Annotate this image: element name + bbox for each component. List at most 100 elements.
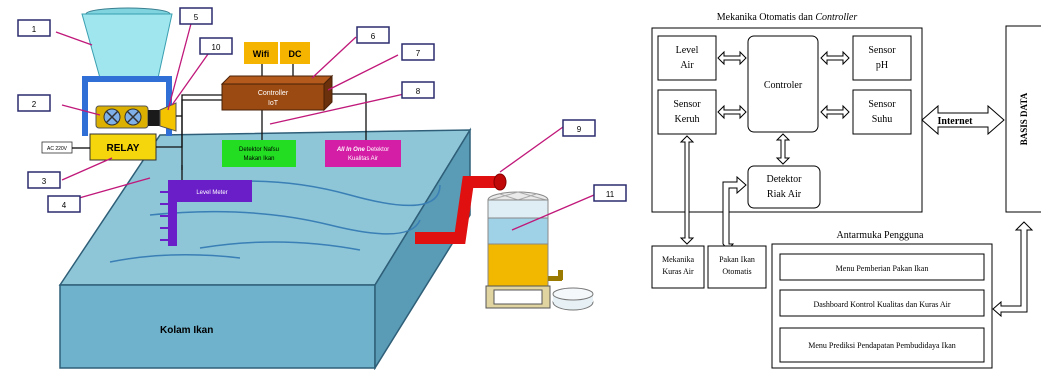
- callout-9: 9: [577, 125, 582, 134]
- elbow-arrow-icon: [722, 175, 747, 251]
- callout-box: [593, 184, 627, 202]
- sensor-suhu-label-2: Suhu: [872, 114, 893, 125]
- menu-prediksi-box: [779, 327, 985, 363]
- feed-detector-label-2: Makan Ikan: [243, 156, 274, 162]
- sensor-suhu-label-1: Sensor: [868, 99, 896, 110]
- callout-badges: 1 2 3 4 5 6 7 8 9 10 11: [17, 7, 627, 213]
- level-meter-label: Level Meter: [196, 190, 227, 196]
- pond-label: Kolam Ikan: [160, 325, 213, 336]
- callout-box: [562, 119, 596, 137]
- level-air-box: [657, 35, 717, 81]
- controler-label: Controler: [764, 80, 803, 91]
- dashboard-box: [779, 289, 985, 317]
- sensor-ph-box: [852, 35, 912, 81]
- sensor-ph-label-1: Sensor: [868, 45, 896, 56]
- callout-4: 4: [62, 201, 67, 210]
- ac-power-label: AC 220V: [47, 146, 68, 152]
- filter-tank: [485, 191, 594, 311]
- callout-10: 10: [212, 43, 221, 52]
- water-ripple: [199, 241, 361, 251]
- callout-box: [27, 171, 61, 189]
- callout-box: [17, 94, 51, 112]
- feeder-nozzle: [148, 110, 160, 126]
- menu-pakan-label: Menu Pemberian Pakan Ikan: [836, 264, 929, 273]
- tank-sediment: [487, 243, 549, 287]
- level-meter-head: [172, 180, 252, 202]
- level-meter-rod: [168, 180, 177, 246]
- level-air-label-1: Level: [676, 45, 699, 56]
- mekanika-kuras-label-2: Kuras Air: [662, 267, 694, 276]
- callout-1: 1: [32, 25, 37, 34]
- water-ripple: [149, 210, 421, 235]
- callout-11: 11: [606, 190, 615, 199]
- detektor-riak-box: [747, 165, 821, 209]
- iot-aquaculture-illustration: Kolam Ikan RELAY AC 220V: [17, 7, 627, 370]
- aio-quality-detector: [325, 140, 401, 167]
- double-arrow-icon: [820, 104, 850, 120]
- level-meter: Level Meter: [160, 180, 252, 246]
- callout-8: 8: [416, 87, 421, 96]
- aio-label-1: All In One Detektor: [336, 147, 389, 153]
- controller-front: [221, 83, 325, 111]
- callout-box: [199, 37, 233, 55]
- callout-3: 3: [42, 177, 47, 186]
- callout-box: [401, 43, 435, 61]
- pond-side-face: [374, 127, 471, 370]
- relay-box: [89, 133, 157, 161]
- water-ripple: [109, 254, 241, 263]
- controller-label-1: Controller: [258, 90, 289, 97]
- sensor-keruh-label-2: Keruh: [675, 114, 700, 125]
- tap-icon: [548, 276, 562, 281]
- controller-iot: Controller IoT: [220, 74, 334, 112]
- callout-2: 2: [32, 100, 37, 109]
- callout-box: [356, 26, 390, 44]
- feed-detector: [222, 140, 296, 167]
- double-arrow-icon: [775, 133, 791, 165]
- mekanika-kuras-label-1: Mekanika: [662, 255, 694, 264]
- callout-box: [17, 19, 51, 37]
- detektor-riak-label-1: Detektor: [767, 174, 803, 185]
- feed-detector-label-1: Detektor Nafsu: [239, 147, 279, 153]
- callout-box: [401, 81, 435, 99]
- double-arrow-icon: [820, 50, 850, 66]
- callout-box: [179, 7, 213, 25]
- relay-label: RELAY: [107, 143, 140, 154]
- feeder-spout: [159, 102, 177, 132]
- internet-arrow-icon: [921, 104, 1005, 136]
- mekanika-kuras-box: [651, 245, 705, 289]
- pond-front-face: [59, 284, 376, 369]
- system-block-diagram: Mekanika Otomatis dan Controller Level A…: [651, 12, 1041, 369]
- hopper-body: [81, 13, 173, 79]
- dashboard-label: Dashboard Kontrol Kualitas dan Kuras Air: [813, 300, 950, 309]
- dc-label: DC: [289, 49, 302, 59]
- antarmuka-title: Antarmuka Pengguna: [837, 230, 924, 241]
- internet-label: Internet: [938, 116, 974, 127]
- frame-left-leg: [82, 76, 88, 136]
- sensor-suhu-box: [852, 89, 912, 135]
- controller-label-2: IoT: [268, 100, 279, 107]
- feeder-hopper: RELAY AC 220V: [41, 7, 177, 161]
- dc-module: [280, 42, 310, 64]
- callout-lines: [55, 19, 595, 231]
- callout-5: 5: [194, 13, 199, 22]
- basis-data-box: [1005, 25, 1041, 213]
- double-arrow-icon: [717, 104, 747, 120]
- wifi-module: [244, 42, 278, 64]
- wiring: [156, 64, 367, 180]
- connector-arrows: [679, 50, 1034, 318]
- sensor-ph-label-2: pH: [876, 60, 888, 71]
- pakan-otomatis-box: [707, 245, 767, 289]
- controler-box: [747, 35, 819, 133]
- sensor-keruh-label-1: Sensor: [673, 99, 701, 110]
- callout-box: [47, 195, 81, 213]
- double-arrow-icon: [679, 135, 695, 245]
- aio-label-2: Kualitas Air: [348, 156, 378, 162]
- menu-prediksi-label: Menu Prediksi Pendapatan Pembudidaya Ika…: [808, 341, 956, 350]
- frame-top-bar: [82, 76, 172, 82]
- detektor-riak-label-2: Riak Air: [767, 189, 802, 200]
- double-arrow-icon: [717, 50, 747, 66]
- callout-7: 7: [416, 49, 421, 58]
- elbow-arrow-icon: [992, 221, 1034, 318]
- sensor-keruh-box: [657, 89, 717, 135]
